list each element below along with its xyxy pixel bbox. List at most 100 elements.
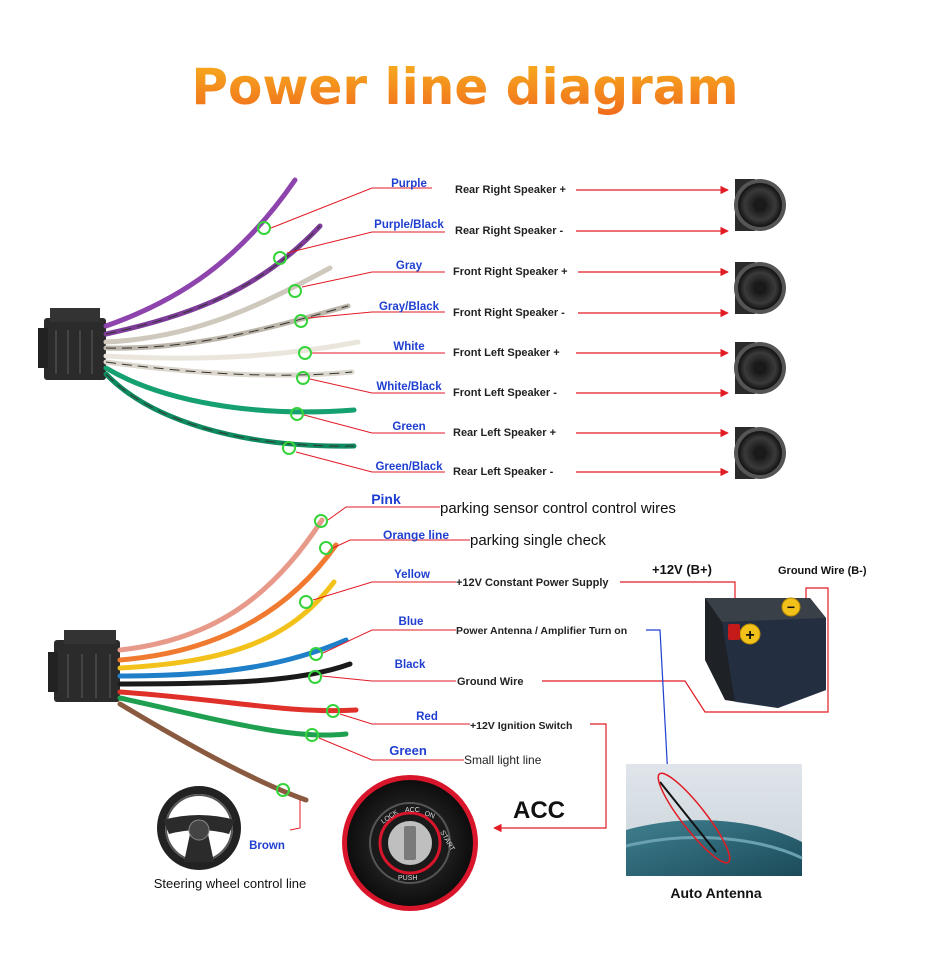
wire-highlight-ring [282,441,296,455]
acc-label: ACC [513,797,565,824]
wire-function-label: Front Left Speaker + [453,347,560,359]
wire-leader-line [295,451,445,473]
wire-highlight-ring [309,647,323,661]
steering-wheel-icon [157,786,241,870]
wire-function-label: Rear Right Speaker + [455,184,566,196]
speaker-arrows [576,185,729,477]
wire-highlight-ring [276,783,290,797]
wire-highlight-ring [294,314,308,328]
wire-leader-line [339,713,470,725]
wire-color-label: Brown [249,840,285,852]
wire-leader-line [327,506,440,521]
speaker-wire [103,365,357,415]
wire-color-label: Pink [371,491,401,507]
wire-leader-line [321,675,456,682]
wire-function-label: parking single check [470,532,606,549]
wire-color-label: Gray [396,260,423,272]
wire-highlight-ring [308,670,322,684]
speaker-wire [103,359,355,378]
power-routing-lines [493,581,829,833]
wire-function-label: Front Left Speaker - [453,387,557,399]
wire-leader-line [309,378,445,394]
wire-leader-line [289,800,301,831]
wire-highlight-ring [305,728,319,742]
speaker-wire-stripe [105,305,349,349]
speaker-icon [734,262,786,314]
wire-color-label: Red [416,711,438,723]
wire-leader-line [286,231,445,254]
speaker-harness-connector [38,308,106,380]
power-wire [117,661,353,687]
wire-function-label: Front Right Speaker - [453,307,565,319]
power-wire-leaders [289,506,470,831]
speaker-wire-leaders [270,187,445,473]
speaker-icon [734,342,786,394]
wire-highlight-ring [319,541,333,555]
ignition-ring-text: ON [423,810,435,820]
wire-color-label: Purple [391,178,427,190]
power-wire-highlights [276,514,340,797]
wire-color-label: Black [395,659,426,671]
wire-highlight-ring [296,371,310,385]
speaker-wires [103,177,361,449]
speaker-wire [103,177,298,329]
power-wire [117,517,325,653]
wire-leader-line [307,311,445,319]
wire-highlight-ring [273,251,287,265]
wire-function-label: Front Right Speaker + [453,266,568,278]
wire-color-label: White/Black [376,381,442,393]
power-wires [117,517,359,803]
speaker-icon [734,427,786,479]
wire-function-label: parking sensor control control wires [440,500,676,517]
power-wire [117,637,349,679]
wire-highlight-ring [299,595,313,609]
battery-plus-symbol: + [745,627,754,644]
wire-color-label: Blue [399,616,424,628]
power-harness-connector [48,630,120,702]
speaker-icon [734,179,786,231]
battery-minus-symbol: − [787,599,795,615]
wire-leader-line [270,187,432,229]
wire-function-label: +12V Ignition Switch [470,720,572,732]
battery-icon: + − [705,597,826,708]
ignition-switch-icon: LOCK ACC ON START PUSH [342,775,478,911]
speaker-wire [103,265,333,345]
wire-function-label: Rear Left Speaker - [453,466,554,478]
steering-label: Steering wheel control line [154,876,306,891]
wire-leader-line [318,737,464,761]
antenna-label: Auto Antenna [670,885,761,901]
wire-leader-line [312,581,456,601]
wire-leader-line [303,414,445,434]
auto-antenna-photo [625,764,803,876]
ignition-ring-text: ACC [405,807,420,814]
wire-function-label: Small light line [464,753,542,767]
wire-highlight-ring [314,514,328,528]
wire-function-label: Power Antenna / Amplifier Turn on [456,625,627,637]
wire-color-label: Purple/Black [374,219,444,231]
wire-color-label: Yellow [394,569,430,581]
wire-color-label: White [393,341,424,353]
speaker-wire [103,339,361,361]
speaker-wire [103,223,323,337]
wire-color-label: Gray/Black [379,301,440,313]
wire-highlight-ring [290,407,304,421]
wire-highlight-ring [288,284,302,298]
wire-highlight-ring [298,346,312,360]
wire-leader-line [332,539,470,549]
power-wire [117,701,309,803]
wire-function-label: Rear Left Speaker + [453,427,556,439]
battery-positive-label: +12V (B+) [652,562,712,577]
wire-highlight-ring [257,221,271,235]
power-wire [117,695,349,738]
wire-function-label: Rear Right Speaker - [455,225,564,237]
speaker-wire-highlights [257,221,312,455]
page-title: Power line diagram [191,58,738,116]
power-wire [117,542,339,663]
wire-leader-line [322,629,456,654]
wire-color-label: Green [392,421,425,433]
power-wire [117,689,359,714]
speaker-wire-stripe [105,225,321,335]
speaker-wire-stripe [105,361,353,376]
